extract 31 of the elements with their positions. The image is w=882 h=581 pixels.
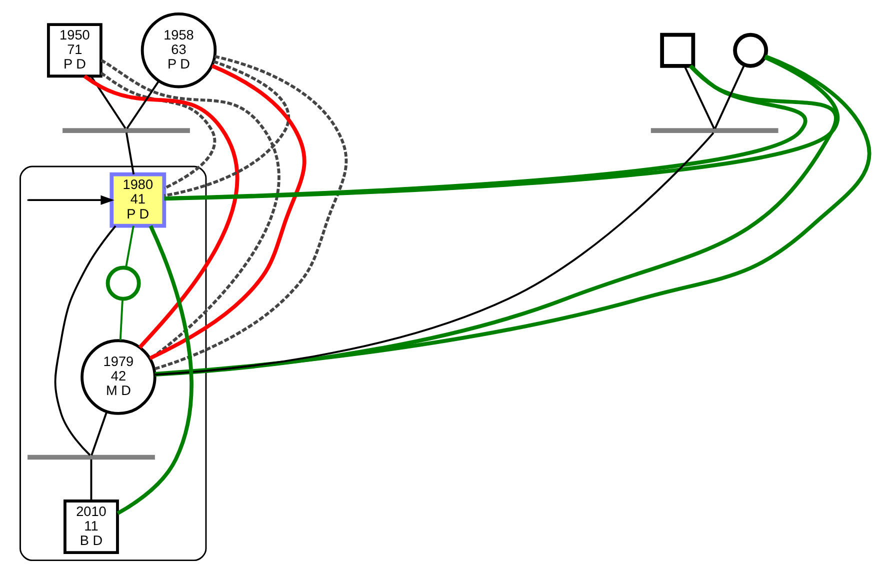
connector bbox=[125, 132, 135, 174]
connector bbox=[164, 60, 290, 197]
node-circle: 1979 42 M D bbox=[80, 338, 156, 414]
node-bar bbox=[28, 454, 155, 460]
connector bbox=[154, 132, 714, 376]
connector bbox=[54, 224, 116, 456]
cluster bbox=[20, 165, 207, 561]
connector bbox=[126, 80, 160, 128]
connector bbox=[125, 225, 134, 268]
node-box bbox=[660, 32, 696, 68]
connector bbox=[119, 298, 124, 340]
node-circle: 1958 63 P D bbox=[140, 12, 217, 88]
node-box: 1980 41 P D bbox=[110, 172, 166, 228]
node-bar bbox=[650, 128, 778, 132]
connector bbox=[714, 64, 746, 128]
connector bbox=[149, 64, 306, 360]
node-box: 2010 11 B D bbox=[64, 499, 119, 554]
arrow bbox=[28, 194, 114, 204]
connector bbox=[100, 71, 216, 190]
connector bbox=[100, 58, 280, 360]
connector bbox=[154, 54, 348, 370]
node-box: 1950 71 P D bbox=[46, 22, 102, 78]
node-bar bbox=[62, 128, 190, 132]
connector bbox=[90, 410, 108, 456]
connector bbox=[83, 74, 239, 348]
connector bbox=[684, 65, 715, 128]
node-circle bbox=[733, 32, 768, 68]
connector bbox=[116, 224, 194, 514]
connector bbox=[90, 75, 126, 128]
connector bbox=[90, 458, 92, 500]
node-circle bbox=[106, 265, 141, 300]
